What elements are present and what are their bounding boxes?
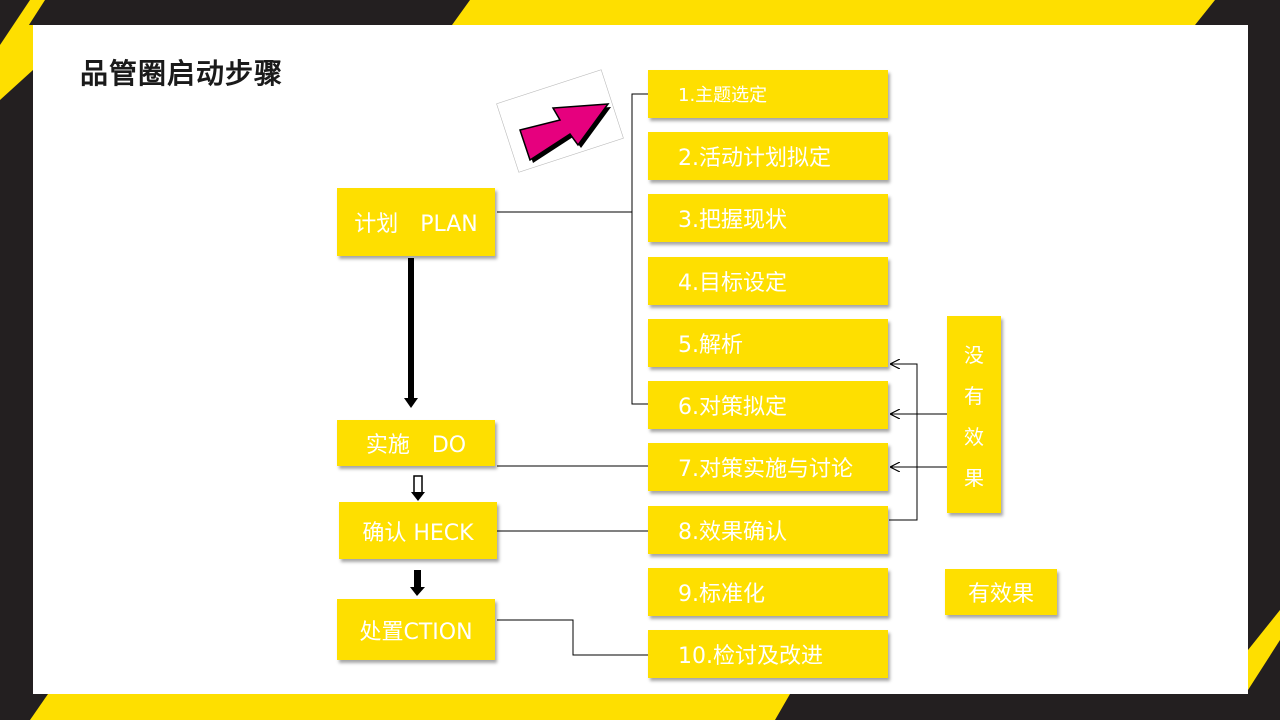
- phase-check-label: 确认 HECK: [362, 520, 474, 546]
- step-label: 8.效果确认: [678, 520, 787, 545]
- step-label: 3.把握现状: [678, 208, 787, 233]
- step-box: 2.活动计划拟定: [648, 132, 888, 180]
- phase-action-label: 处置CTION: [359, 619, 473, 645]
- phase-plan-label: 计划 PLAN: [354, 212, 478, 237]
- magenta-arrow-icon: [496, 69, 624, 173]
- step-label: 6.对策拟定: [678, 395, 787, 420]
- phase-action-box: 处置CTION: [337, 599, 495, 660]
- step-box: 4.目标设定: [648, 257, 888, 305]
- step-box: 3.把握现状: [648, 194, 888, 242]
- feedback-loop: [889, 364, 947, 521]
- step-box: 10.检讨及改进: [648, 630, 888, 678]
- no-effect-char: 效: [964, 424, 984, 449]
- no-effect-box: 没 有 效 果: [947, 316, 1001, 513]
- step-label: 9.标准化: [678, 582, 765, 607]
- step-box: 5.解析: [648, 319, 888, 367]
- plan-bracket-connector: [497, 93, 648, 405]
- flow-arrow-do-check: [411, 475, 425, 501]
- no-effect-char: 有: [964, 383, 984, 408]
- page-title: 品管圈启动步骤: [80, 57, 284, 90]
- step-box: 8.效果确认: [648, 506, 888, 554]
- step-label: 7.对策实施与讨论: [678, 457, 853, 482]
- step-label: 1.主题选定: [678, 85, 768, 106]
- flow-arrow-check-action: [410, 570, 425, 596]
- action-connector: [497, 619, 648, 656]
- phase-do-label: 实施 DO: [365, 433, 467, 458]
- step-box: 9.标准化: [648, 568, 888, 616]
- step-label: 5.解析: [678, 333, 743, 358]
- no-effect-char: 果: [964, 465, 984, 490]
- step-label: 10.检讨及改进: [678, 644, 823, 669]
- phase-plan-box: 计划 PLAN: [337, 188, 495, 256]
- step-label: 4.目标设定: [678, 271, 787, 296]
- step-label: 2.活动计划拟定: [678, 146, 831, 171]
- phase-check-box: 确认 HECK: [339, 502, 497, 559]
- step-box: 6.对策拟定: [648, 381, 888, 429]
- effective-label: 有效果: [967, 582, 1034, 607]
- step-box: 1.主题选定: [648, 70, 888, 118]
- flow-arrow-plan-do: [404, 258, 418, 408]
- no-effect-char: 没: [964, 342, 984, 367]
- phase-do-box: 实施 DO: [337, 420, 495, 466]
- step-box: 7.对策实施与讨论: [648, 443, 888, 491]
- effective-box: 有效果: [945, 569, 1057, 615]
